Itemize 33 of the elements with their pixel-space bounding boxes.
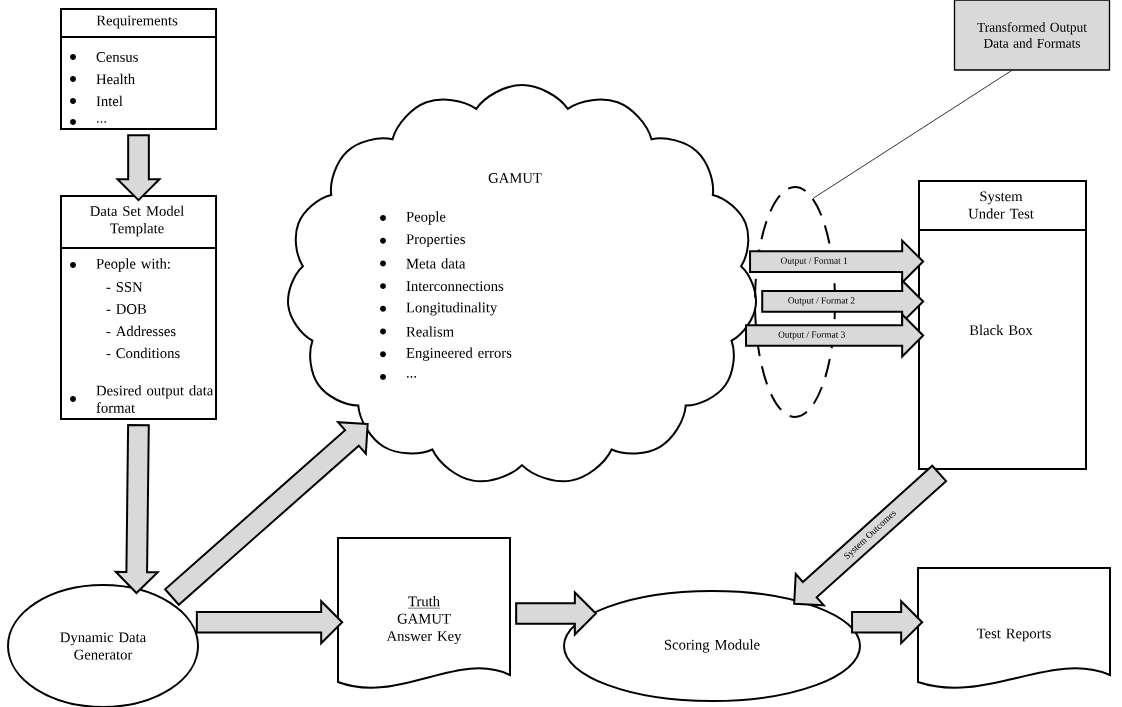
edge-label: Output / Format 3	[777, 330, 846, 341]
list-item: ...	[70, 119, 107, 125]
list-item: - DOB	[106, 304, 146, 314]
leader-line	[812, 70, 1012, 199]
heading: Requirements	[96, 15, 178, 29]
list-item: Health	[70, 73, 135, 85]
list-box	[59, 195, 217, 420]
callout-box: Transformed Output Data and Formats	[953, 0, 1111, 71]
heading: Data Set Model Template	[90, 205, 184, 237]
list-box	[59, 8, 217, 130]
cloud-shape	[287, 84, 757, 483]
list-item: Intel	[70, 95, 123, 107]
list-item: Desired output data format	[70, 385, 214, 413]
list-item: Census	[70, 52, 138, 62]
list-item: People	[380, 211, 446, 225]
list-item: Realism	[380, 326, 454, 337]
list-item: ...	[380, 373, 417, 380]
block-arrow	[163, 421, 369, 607]
list-item: Properties	[380, 234, 465, 248]
list-item: Interconnections	[380, 281, 504, 292]
heading: Black Box	[969, 324, 1033, 336]
edge-label: Output / Format 2	[787, 296, 856, 307]
heading: System Under Test	[968, 191, 1034, 219]
list-item: Meta data	[380, 258, 466, 269]
list-item: - SSN	[106, 282, 143, 292]
list-item: - Conditions	[106, 347, 180, 359]
list-item: - Addresses	[106, 325, 176, 337]
list-item: Longitudinality	[380, 302, 498, 316]
heading: GAMUT	[488, 173, 542, 183]
edge-label: Output / Format 1	[779, 256, 849, 267]
list-item: Engineered errors	[380, 347, 512, 361]
list-item: People with:	[70, 258, 170, 272]
list-box	[917, 180, 1087, 470]
